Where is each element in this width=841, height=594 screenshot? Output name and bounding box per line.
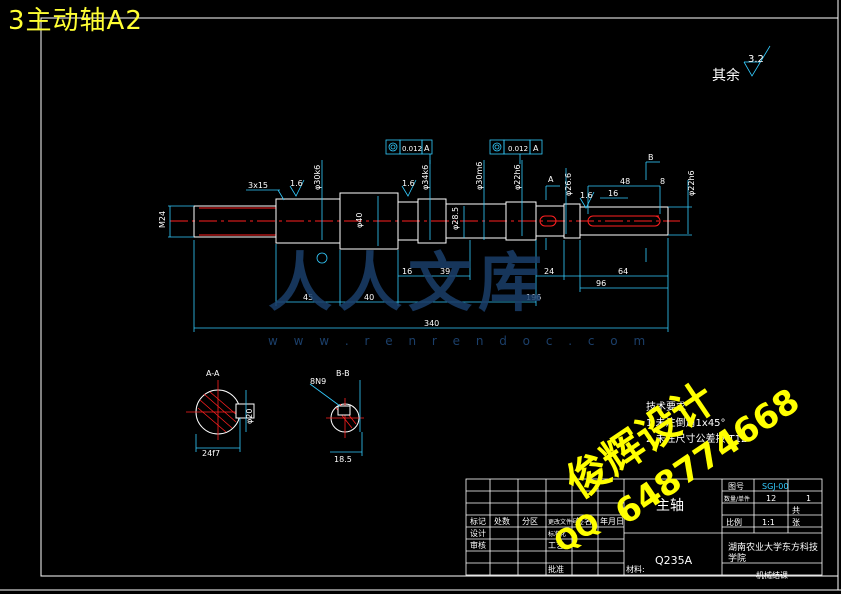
tb-label-zone: 分区 xyxy=(522,517,538,526)
tb-label-change: 更改文件号 xyxy=(548,518,578,526)
roughness-rest-value: 3.2 xyxy=(748,54,764,65)
tb-label-approve: 批准 xyxy=(548,564,564,574)
dim-phi20: φ20 xyxy=(245,409,254,424)
dim-phi30k6: φ30k6 xyxy=(313,165,322,190)
drawn-by-label: 机械结课 xyxy=(756,571,788,580)
tb-label-count: 处数 xyxy=(494,516,510,526)
title-block-texts: 标记 处数 分区 更改文件号 签名 年月日 设计 标准化 审核 工艺 批准 图号… xyxy=(470,482,811,574)
tb-label-mark: 标记 xyxy=(470,516,486,526)
dim-8n9: 8N9 xyxy=(310,377,326,386)
annotation-texts: 其余 3.2 0.012 0.012 A A A B A-A B-B 技术要求 … xyxy=(206,54,764,445)
drawing-title: 3主动轴A2 xyxy=(8,6,143,36)
section-cut-label-a: A xyxy=(548,175,554,184)
dim-96: 96 xyxy=(596,279,606,288)
tolerance-datum-2: A xyxy=(533,144,539,153)
tb-sheet-label: 张 xyxy=(792,518,800,527)
tb-label-sign: 签名 xyxy=(576,516,592,526)
dim-8: 8 xyxy=(660,177,665,186)
part-name: 主轴 xyxy=(656,498,684,514)
section-bb xyxy=(309,380,364,456)
brand-watermark-url: w w w . r e n r e n d o c . c o m xyxy=(268,334,652,348)
dim-m24: M24 xyxy=(158,211,167,228)
dim-phi22h6: φ22h6 xyxy=(513,164,522,190)
tb-total-label: 共 xyxy=(792,506,800,515)
dim-45: 45 xyxy=(303,293,313,302)
tech-requirement-2: 2.未注尺寸公差按IT12 xyxy=(646,432,747,445)
tb-scale: 1:1 xyxy=(762,518,775,527)
roughness-rest-label: 其余 xyxy=(712,67,740,84)
tech-requirement-1: 1.未注倒角1x45° xyxy=(646,416,726,429)
school-name: 湖南农业大学东方科技学院 xyxy=(728,543,819,564)
section-aa-label: A-A xyxy=(206,369,220,378)
tb-label-date: 年月日 xyxy=(600,516,624,526)
dimension-lines xyxy=(168,45,771,332)
dim-39: 39 xyxy=(440,267,450,276)
tb-label-standard: 标准化 xyxy=(548,530,566,538)
dim-24f7: 24f7 xyxy=(202,449,220,458)
tb-count-label: 数量/单件 xyxy=(724,495,750,503)
dim-196: 196 xyxy=(526,293,541,302)
dim-roughness-c: 1.6 xyxy=(580,191,593,200)
title-block xyxy=(465,478,823,576)
section-bb-label: B-B xyxy=(336,369,350,378)
dim-64: 64 xyxy=(618,267,628,276)
dim-18-5: 18.5 xyxy=(334,455,352,464)
tolerance-value-1: 0.012 xyxy=(402,145,422,153)
dim-16-right: 16 xyxy=(608,189,618,198)
tech-requirements-title: 技术要求 xyxy=(646,400,686,413)
dim-phi26: φ26.6 xyxy=(564,173,573,196)
dim-340: 340 xyxy=(424,319,439,328)
dimension-texts: 3x15 M24 1.6 1.6 1.6 φ30k6 φ40 φ34k6 φ28… xyxy=(158,162,696,464)
dim-phi28: φ28.5 xyxy=(451,207,460,230)
tb-count: 12 xyxy=(766,494,776,503)
dim-phi40: φ40 xyxy=(355,213,364,228)
tb-scale-label: 比例 xyxy=(726,517,742,527)
section-cut-label-b: B xyxy=(648,153,654,162)
tb-sheet: 1 xyxy=(806,494,811,503)
tb-label-review: 审核 xyxy=(470,540,486,550)
brand-watermark: 人人文库 xyxy=(268,246,548,321)
dim-48: 48 xyxy=(620,177,630,186)
tolerance-value-2: 0.012 xyxy=(508,145,528,153)
tb-drawing-no-label: 图号 xyxy=(728,482,744,491)
material-value: Q235A xyxy=(655,554,693,567)
tb-label-design: 设计 xyxy=(470,528,486,538)
dim-16: 16 xyxy=(402,267,412,276)
dim-roughness-a: 1.6 xyxy=(290,179,303,188)
shaft-profile xyxy=(193,192,669,250)
dim-roughness-b: 1.6 xyxy=(402,179,415,188)
dim-phi22h6-right: φ22h6 xyxy=(687,170,696,196)
dim-40: 40 xyxy=(364,293,374,302)
tb-material-label: 材料: xyxy=(626,564,645,574)
dim-phi30m6: φ30m6 xyxy=(475,162,484,190)
section-aa xyxy=(186,380,255,452)
dim-phi34k6: φ34k6 xyxy=(421,165,430,190)
tb-label-process: 工艺 xyxy=(548,541,564,550)
dim-3x15: 3x15 xyxy=(248,181,268,190)
tb-drawing-no: SGJ-00 xyxy=(762,482,788,491)
dim-24: 24 xyxy=(544,267,554,276)
tolerance-datum-1: A xyxy=(424,144,430,153)
